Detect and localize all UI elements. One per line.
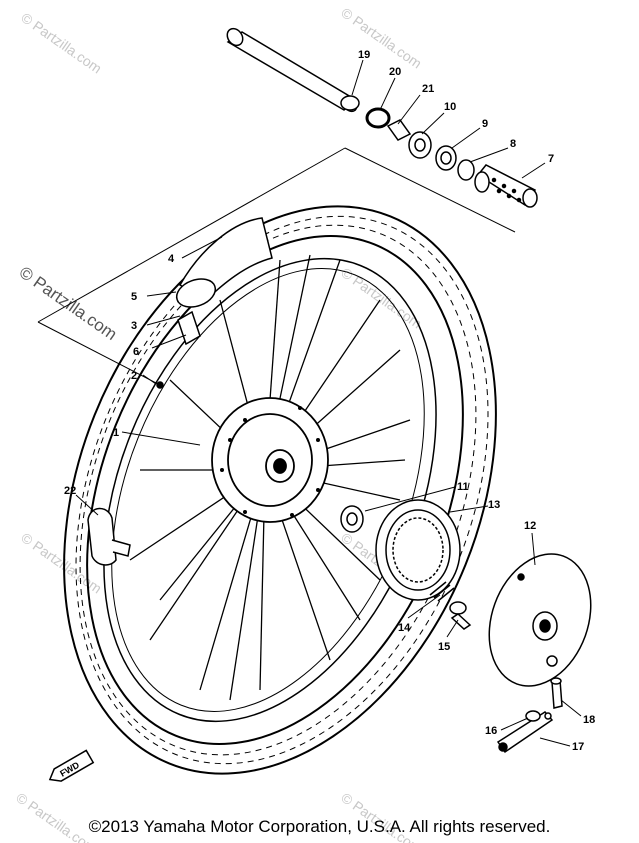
axle-shaft bbox=[226, 27, 358, 113]
rim-band-parts bbox=[156, 217, 273, 389]
seal-9 bbox=[435, 145, 457, 171]
callouts: 1 2 3 4 5 6 7 8 9 10 11 12 13 14 15 16 1… bbox=[64, 49, 595, 753]
nipple-2 bbox=[156, 381, 164, 389]
cam-lever-17 bbox=[496, 711, 554, 754]
spacer-7 bbox=[474, 164, 538, 208]
callout-18: 18 bbox=[583, 714, 595, 726]
callout-8: 8 bbox=[510, 138, 516, 150]
callout-13: 13 bbox=[488, 499, 500, 511]
callout-5: 5 bbox=[131, 291, 137, 303]
watermark-mid-left: © Partzilla.com bbox=[16, 263, 121, 344]
assembly-plane bbox=[37, 147, 516, 386]
callout-10: 10 bbox=[444, 101, 456, 113]
callout-21: 21 bbox=[422, 83, 434, 95]
bearing-10 bbox=[408, 131, 432, 159]
bearing-11 bbox=[340, 505, 364, 533]
washer-20 bbox=[365, 107, 391, 129]
tube-valve-5 bbox=[175, 278, 217, 308]
leader-lines bbox=[75, 59, 582, 747]
brake-assembly bbox=[375, 499, 592, 754]
wheel bbox=[63, 205, 497, 775]
copyright-notice: ©2013 Yamaha Motor Corporation, U.S.A. A… bbox=[88, 817, 551, 836]
callout-4: 4 bbox=[168, 253, 175, 265]
callout-14: 14 bbox=[398, 622, 411, 634]
brake-shoes-13 bbox=[375, 499, 461, 601]
collar-8 bbox=[457, 159, 475, 181]
callout-2: 2 bbox=[131, 370, 137, 382]
callout-1: 1 bbox=[113, 427, 119, 439]
callout-17: 17 bbox=[572, 741, 584, 753]
callout-3: 3 bbox=[131, 320, 137, 332]
axle-nut-19 bbox=[340, 95, 360, 111]
callout-19: 19 bbox=[358, 49, 370, 61]
callout-6: 6 bbox=[133, 346, 139, 358]
axle-assembly bbox=[226, 27, 538, 208]
washer-16 bbox=[525, 710, 541, 722]
clip-22 bbox=[87, 507, 131, 566]
watermark-top-left: © Partzilla.com bbox=[18, 9, 104, 76]
brake-spring-14 bbox=[429, 581, 455, 602]
hub bbox=[211, 397, 329, 523]
callout-12: 12 bbox=[524, 520, 536, 532]
callout-7: 7 bbox=[548, 153, 554, 165]
spacer-21 bbox=[386, 119, 412, 141]
brake-panel-12 bbox=[488, 553, 592, 687]
callout-16: 16 bbox=[485, 725, 497, 737]
callout-20: 20 bbox=[389, 66, 401, 78]
fwd-arrow: FWD bbox=[48, 749, 95, 782]
hub-flange-holes bbox=[220, 406, 320, 517]
cam-shaft-15 bbox=[449, 601, 472, 630]
callout-11: 11 bbox=[457, 481, 469, 493]
callout-15: 15 bbox=[438, 641, 450, 653]
watermarks: © Partzilla.com © Partzilla.com © Partzi… bbox=[13, 4, 424, 843]
bolt-18 bbox=[550, 677, 563, 709]
callout-22: 22 bbox=[64, 485, 76, 497]
watermark-mid: © Partzilla.com bbox=[338, 264, 424, 331]
watermark-top-right: © Partzilla.com bbox=[338, 4, 424, 71]
callout-9: 9 bbox=[482, 118, 488, 130]
